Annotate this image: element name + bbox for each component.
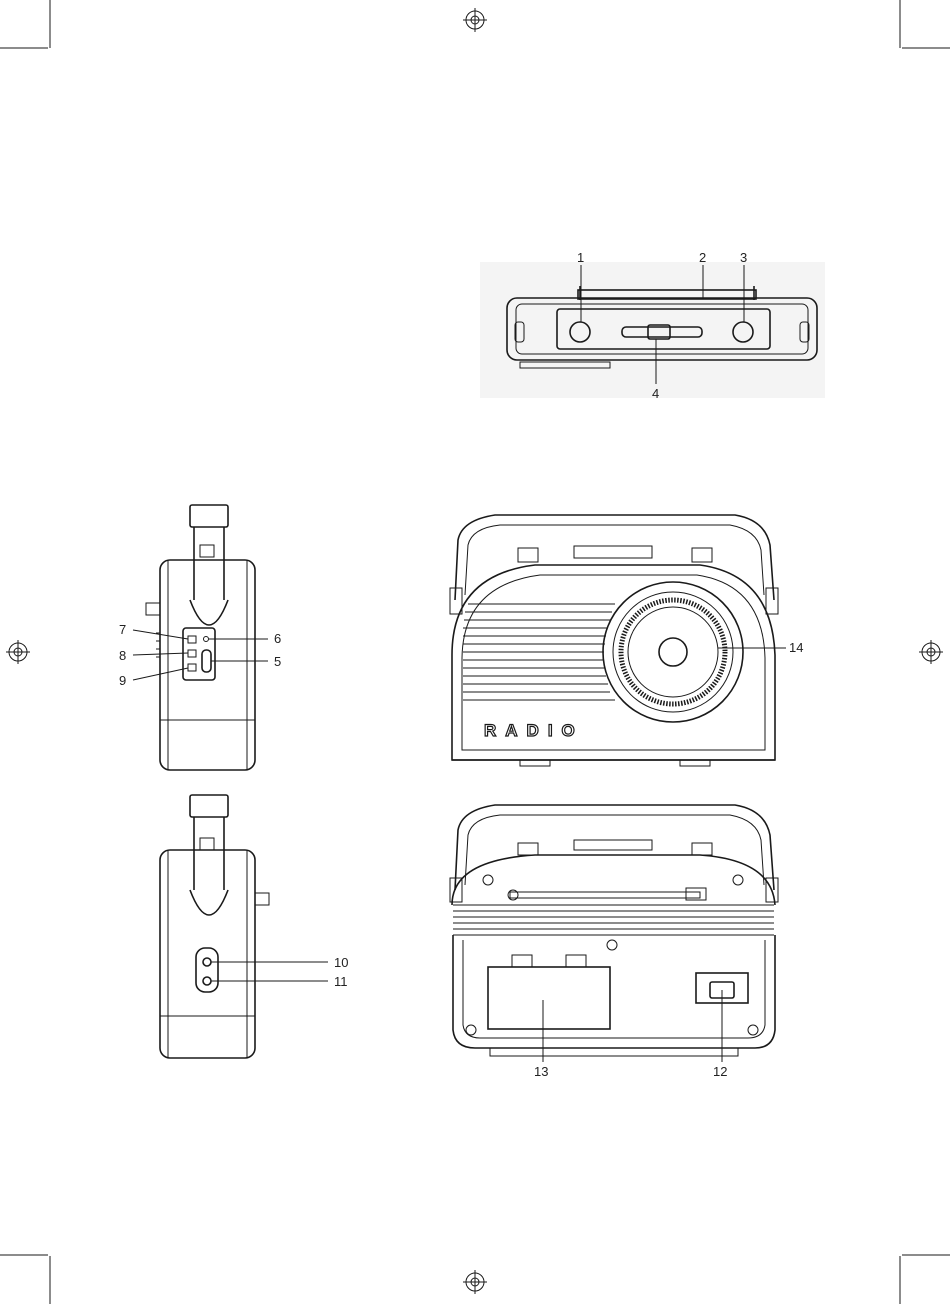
- front-view: RADIO: [450, 515, 786, 766]
- callout-13: 13: [534, 1064, 548, 1079]
- callout-1: 1: [577, 250, 584, 265]
- callout-14: 14: [789, 640, 803, 655]
- speaker-grille: [463, 604, 615, 700]
- callout-5: 5: [274, 654, 281, 669]
- callout-11: 11: [334, 974, 348, 989]
- registration-mark-icon: [463, 1270, 487, 1294]
- registration-mark-icon: [463, 8, 487, 32]
- left-side-view: [133, 505, 268, 770]
- callout-12: 12: [713, 1064, 727, 1079]
- callout-4: 4: [652, 386, 659, 401]
- right-side-view: [160, 795, 328, 1058]
- callout-2: 2: [699, 250, 706, 265]
- callout-9: 9: [119, 673, 126, 688]
- callout-10: 10: [334, 955, 348, 970]
- top-view: [480, 262, 825, 398]
- callout-3: 3: [740, 250, 747, 265]
- battery-compartment: [488, 967, 610, 1029]
- callout-7: 7: [119, 622, 126, 637]
- radio-brand-label: RADIO: [484, 721, 584, 740]
- callout-8: 8: [119, 648, 126, 663]
- back-view: [450, 805, 778, 1062]
- registration-mark-icon: [6, 640, 30, 664]
- callout-6: 6: [274, 631, 281, 646]
- tuning-dial: [603, 582, 743, 722]
- registration-mark-icon: [919, 640, 943, 664]
